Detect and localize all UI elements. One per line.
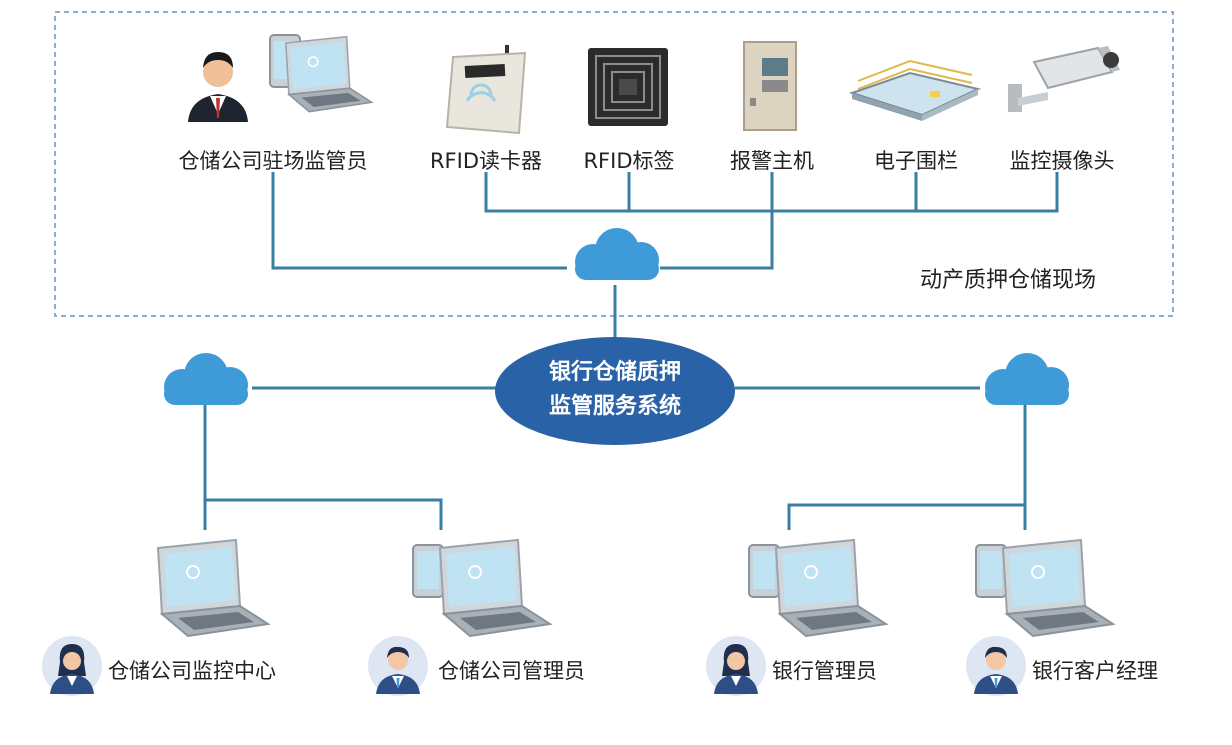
account-manager-tablet-icon — [975, 544, 1007, 598]
site-title: 动产质押仓储现场 — [920, 268, 1097, 293]
male-user-icon — [368, 636, 428, 696]
connection-lines — [203, 172, 1059, 530]
device-label-supervisor: 仓储公司驻场监管员 — [178, 149, 368, 173]
electronic-fence-icon — [848, 59, 982, 121]
bank-admin-tablet-icon — [748, 544, 780, 598]
bank-admin-laptop-icon — [775, 539, 887, 637]
alarm-host-icon — [743, 41, 797, 131]
monitoring-center-laptop-icon — [157, 539, 269, 637]
center-system-node — [495, 337, 735, 445]
user-label-bank-admin: 银行管理员 — [772, 659, 877, 683]
device-label-rfid-tag: RFID标签 — [583, 149, 675, 173]
warehouse-admin-tablet-icon — [412, 544, 444, 598]
account-manager-laptop-icon — [1002, 539, 1114, 637]
user-label-warehouse-admin: 仓储公司管理员 — [438, 659, 585, 683]
center-system-label: 银行仓储质押 监管服务系统 — [515, 356, 715, 424]
device-label-camera: 监控摄像头 — [1009, 149, 1115, 173]
female-user-icon — [42, 636, 102, 696]
cctv-camera-icon — [1008, 46, 1120, 112]
rfid-tag-icon — [588, 48, 668, 126]
site-cloud-icon — [575, 228, 659, 280]
right-cloud-icon — [985, 353, 1069, 405]
device-label-fence: 电子围栏 — [874, 149, 958, 173]
female-user-icon — [706, 636, 766, 696]
warehouse-admin-laptop-icon — [439, 539, 551, 637]
center-system-line2: 监管服务系统 — [548, 394, 681, 419]
user-label-monitoring-center: 仓储公司监控中心 — [108, 659, 276, 683]
device-label-alarm-host: 报警主机 — [730, 149, 814, 173]
device-label-rfid-reader: RFID读卡器 — [429, 149, 543, 173]
supervisor-with-laptop-icon — [188, 34, 373, 122]
left-cloud-icon — [164, 353, 248, 405]
rfid-reader-icon — [445, 45, 527, 135]
center-system-line1: 银行仓储质押 — [548, 360, 681, 385]
user-label-account-manager: 银行客户经理 — [1032, 659, 1158, 683]
male-user-icon — [966, 636, 1026, 696]
